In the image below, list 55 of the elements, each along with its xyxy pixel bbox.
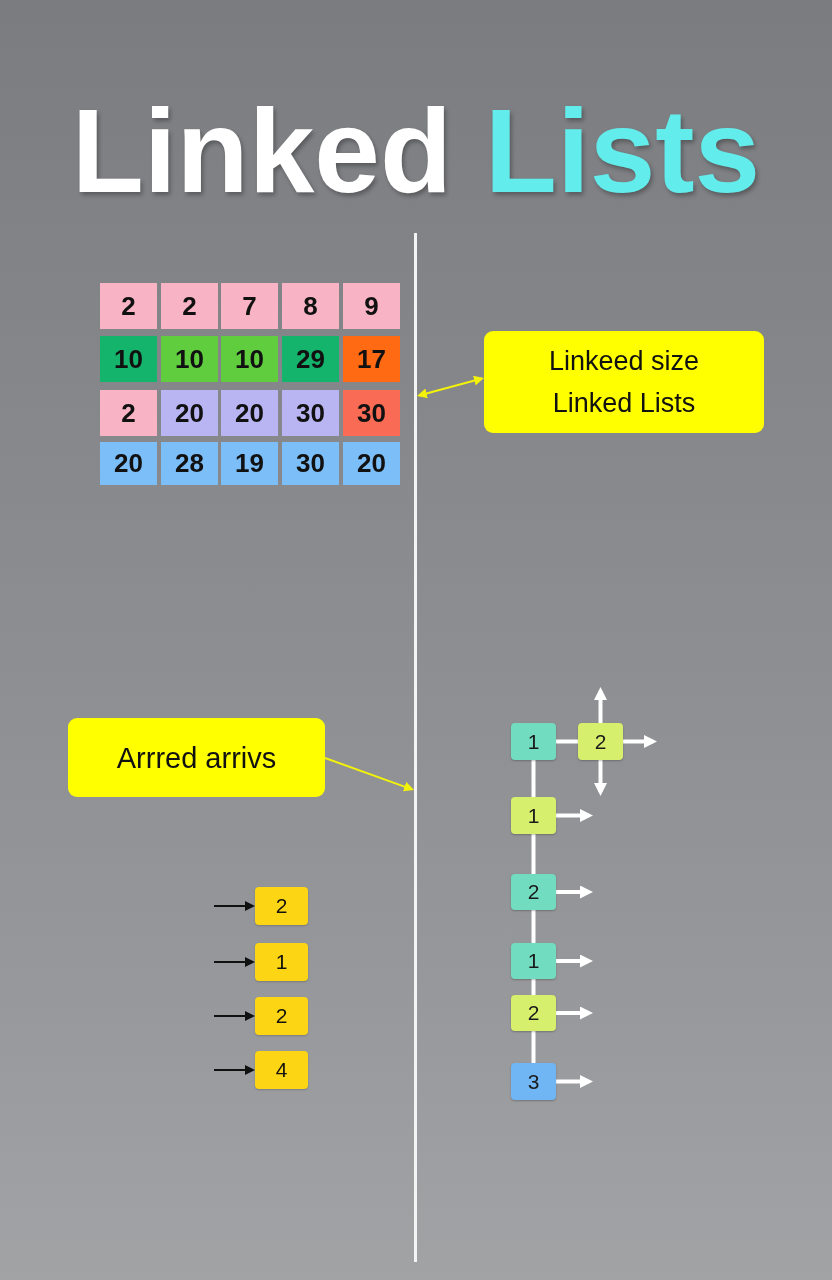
arrow bbox=[213, 1011, 255, 1021]
value-tile: 2 bbox=[100, 390, 157, 436]
value-tile: 10 bbox=[100, 336, 157, 382]
arrow bbox=[623, 735, 657, 748]
value-tile: 10 bbox=[161, 336, 218, 382]
list-node: 2 bbox=[255, 997, 308, 1035]
connector-line bbox=[531, 760, 536, 797]
list-node: 2 bbox=[511, 874, 556, 910]
list-node: 1 bbox=[511, 723, 556, 760]
connector-line bbox=[531, 979, 536, 995]
value-tile: 20 bbox=[221, 390, 278, 436]
value-tile: 9 bbox=[343, 283, 400, 329]
arrow bbox=[594, 760, 607, 796]
value-tile: 20 bbox=[161, 390, 218, 436]
callout-box: Arrred arrivs bbox=[68, 718, 325, 797]
value-tile: 8 bbox=[282, 283, 339, 329]
connector-line bbox=[556, 739, 578, 744]
list-node: 1 bbox=[511, 797, 556, 834]
list-node: 2 bbox=[511, 995, 556, 1031]
arrow bbox=[556, 1075, 593, 1088]
value-tile: 7 bbox=[221, 283, 278, 329]
connector-line bbox=[531, 1031, 536, 1063]
value-tile: 29 bbox=[282, 336, 339, 382]
arrow bbox=[324, 757, 414, 792]
arrow bbox=[556, 885, 593, 899]
divider-line bbox=[414, 233, 417, 1262]
arrow bbox=[213, 957, 255, 967]
arrow bbox=[556, 1006, 593, 1020]
callout-box: Linkeed size Linked Lists bbox=[484, 331, 764, 433]
arrow bbox=[213, 901, 255, 911]
value-tile: 20 bbox=[343, 442, 400, 485]
list-node: 1 bbox=[255, 943, 308, 981]
list-node: 2 bbox=[578, 723, 623, 760]
value-tile: 19 bbox=[221, 442, 278, 485]
double-arrow bbox=[417, 375, 484, 399]
connector-line bbox=[531, 834, 536, 874]
value-tile: 2 bbox=[100, 283, 157, 329]
arrow bbox=[594, 687, 607, 723]
value-tile: 20 bbox=[100, 442, 157, 485]
connector-line bbox=[531, 910, 536, 943]
value-tile: 10 bbox=[221, 336, 278, 382]
value-tile: 30 bbox=[282, 390, 339, 436]
list-node: 4 bbox=[255, 1051, 308, 1089]
value-tile: 30 bbox=[282, 442, 339, 485]
arrow bbox=[556, 809, 593, 822]
value-tile: 30 bbox=[343, 390, 400, 436]
value-tile: 28 bbox=[161, 442, 218, 485]
title: Linked Lists bbox=[71, 92, 761, 210]
list-node: 1 bbox=[511, 943, 556, 979]
value-tile: 17 bbox=[343, 336, 400, 382]
list-node: 2 bbox=[255, 887, 308, 925]
arrow bbox=[213, 1065, 255, 1075]
value-tile: 2 bbox=[161, 283, 218, 329]
list-node: 3 bbox=[511, 1063, 556, 1100]
arrow bbox=[556, 954, 593, 968]
